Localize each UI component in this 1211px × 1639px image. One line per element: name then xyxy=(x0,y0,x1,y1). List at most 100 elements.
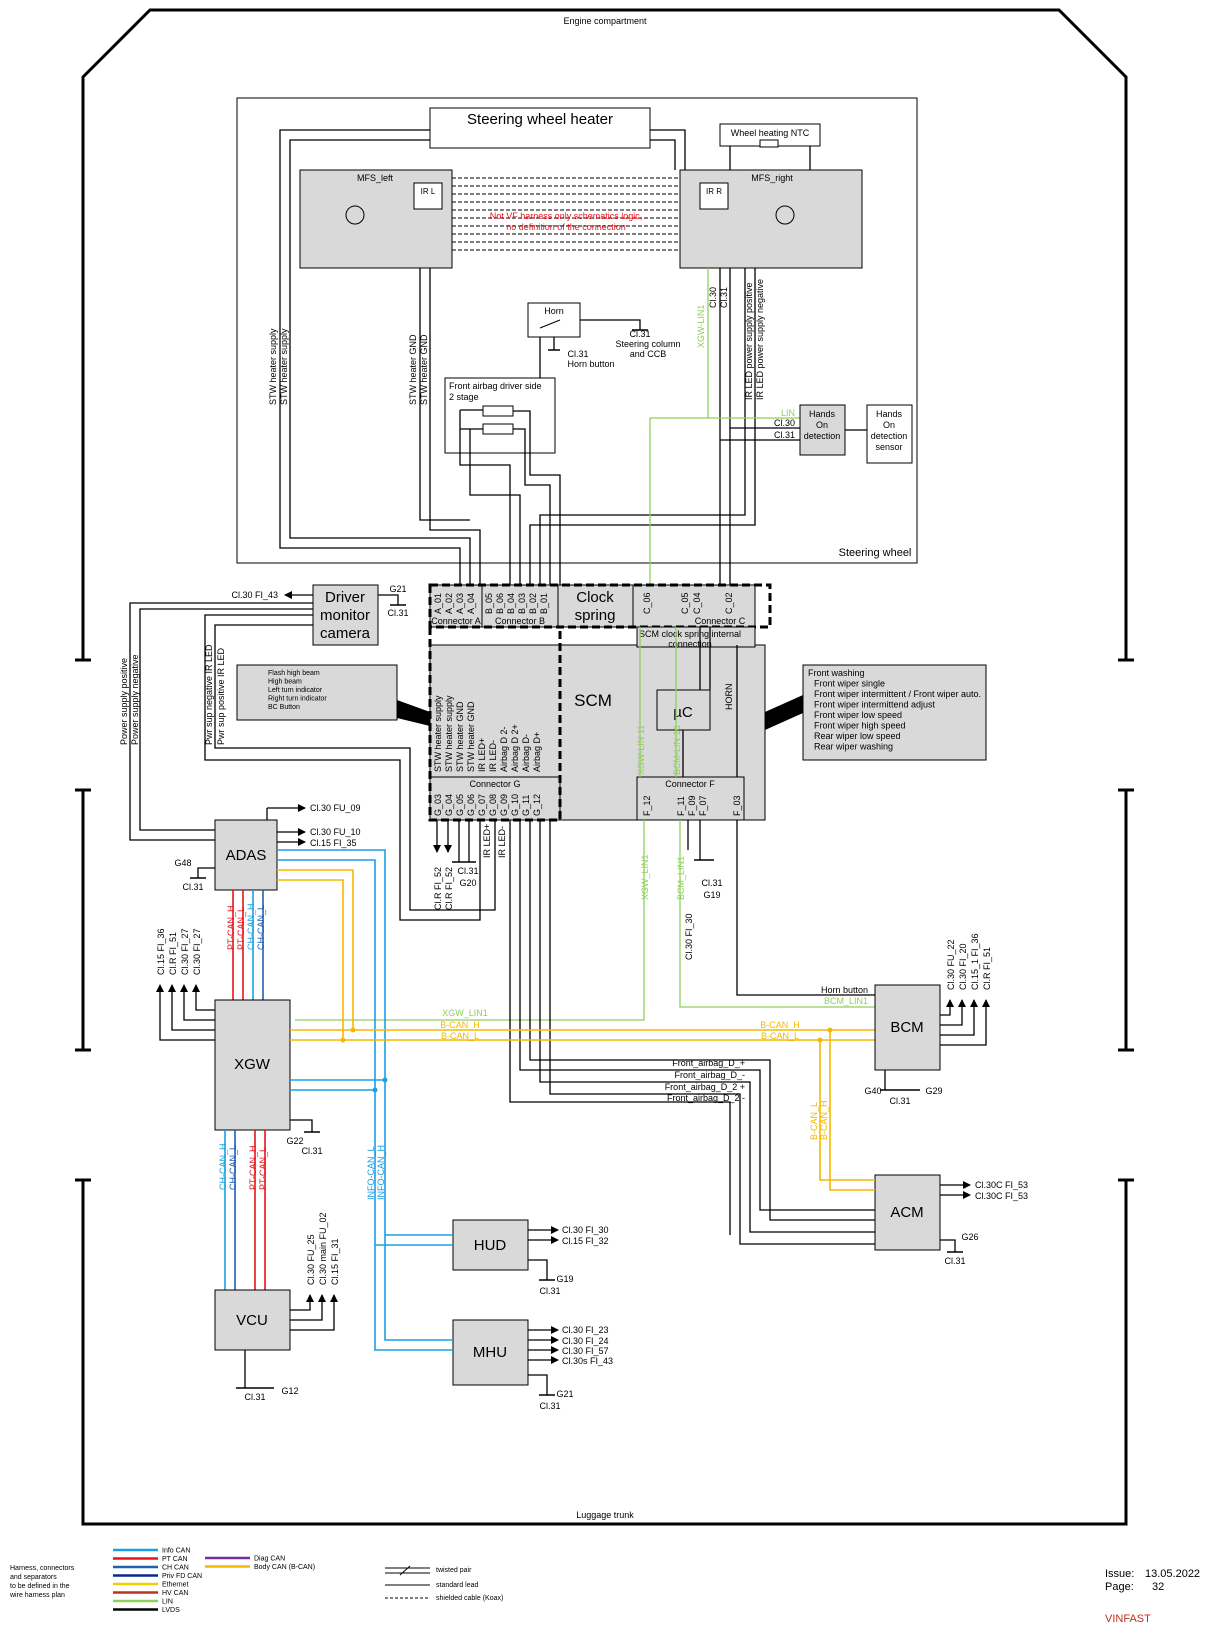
vcu-cl31: Cl.31 xyxy=(244,1392,265,1402)
vcu-module[interactable] xyxy=(214,1289,291,1351)
scm-connector-g[interactable] xyxy=(429,776,561,821)
vehicle-outline xyxy=(81,8,1128,660)
xgw-module[interactable] xyxy=(214,999,291,1131)
pin-label: F_11 xyxy=(676,796,686,816)
bcm-fuse-3: Cl.15_1 FI_36 xyxy=(970,933,980,990)
horn-wiring xyxy=(580,319,641,330)
pin-label: G_12 xyxy=(532,794,542,816)
mfs-shielded-lines xyxy=(452,177,680,251)
pin-label: G_05 xyxy=(455,794,465,816)
g-bottom-ir-led-pos: IR LED+ xyxy=(482,824,492,858)
engine-compartment-label: Engine compartment xyxy=(563,16,647,26)
junction-dot xyxy=(382,1077,388,1083)
bcm-module[interactable] xyxy=(874,984,941,1071)
legend-item: PT CAN xyxy=(162,1556,188,1563)
f-bottom-cl30: Cl.30 FI_30 xyxy=(684,913,694,960)
xgw-bcan-h-label: B-CAN_H xyxy=(440,1020,480,1030)
scm-signal-label: STW heater supply xyxy=(433,695,443,772)
hands-on-sensor[interactable] xyxy=(866,404,913,464)
legend-note-line: and separators xyxy=(10,1574,57,1581)
bcm-horn-button-label: Horn button xyxy=(821,985,868,995)
bcm-fuse-2: Cl.30 FI_20 xyxy=(958,943,968,990)
bundle-left xyxy=(397,700,430,726)
mhu-fuse-4: Cl.30s FI_43 xyxy=(562,1356,613,1366)
legend-note-line: to be defined in the xyxy=(10,1583,70,1590)
connector-c[interactable] xyxy=(632,584,756,628)
hands-on-module-line1: Hands xyxy=(809,409,836,419)
steering-wheel-label: Steering wheel xyxy=(839,547,912,559)
dmc-gnd-wire xyxy=(378,594,399,605)
connector-c-label: Connector C xyxy=(695,616,746,626)
scm-lin11: XGW-LIN 11 xyxy=(636,725,646,775)
pin-label: F_07 xyxy=(698,795,708,816)
xgw-info-can-l-label: INFO-CAN_L xyxy=(366,1146,376,1200)
scm-functions-right xyxy=(802,664,987,761)
dmc-gnd: G21 xyxy=(389,584,406,594)
scm-title: SCM xyxy=(574,691,612,710)
vcu-fuse-3: Cl.15 FI_31 xyxy=(330,1238,340,1285)
acm-bcan-h xyxy=(829,1030,875,1191)
hands-on-sensor-line2: On xyxy=(883,420,895,430)
g19-cl31: Cl.31 xyxy=(701,878,722,888)
clock-spring-label-2: spring xyxy=(575,607,616,624)
horn-button-label: Horn button xyxy=(567,359,614,369)
adas-module[interactable] xyxy=(214,819,278,891)
ir-right-box xyxy=(699,182,729,210)
mfs-right-sensor-icon xyxy=(775,205,795,225)
xgw-title: XGW xyxy=(234,1056,271,1073)
pin-label: C_04 xyxy=(692,592,702,614)
xgw-bottom-pt-can-h: PT-CAN_H xyxy=(248,1145,258,1190)
bcm-bcan-l-label: B-CAN_L xyxy=(761,1031,799,1041)
mhu-info-can-l xyxy=(374,1330,453,1351)
function-item: Front washing xyxy=(808,668,865,678)
scm-signal-label: Airbag D 2- xyxy=(499,726,509,772)
pin-label: B_04 xyxy=(506,593,516,614)
g20-label: G20 xyxy=(459,878,476,888)
scm-lin16: BCM-LIN 16 xyxy=(672,725,682,775)
heater-wiring xyxy=(279,129,811,585)
acm-module[interactable] xyxy=(874,1174,941,1251)
scm-connector-f[interactable] xyxy=(636,776,745,821)
hands-on-module[interactable] xyxy=(799,404,846,456)
bundle-right xyxy=(765,695,803,730)
pin-label: B_05 xyxy=(484,593,494,614)
junction-dot xyxy=(350,1027,356,1033)
g20-cl31: Cl.31 xyxy=(457,866,478,876)
pin-label: C_06 xyxy=(642,592,652,614)
connector-a[interactable] xyxy=(429,584,483,628)
mhu-title: MHU xyxy=(473,1344,507,1361)
wheel-heating-ntc-label: Wheel heating NTC xyxy=(731,128,810,138)
hud-module[interactable] xyxy=(452,1219,529,1271)
hud-fuse-2: Cl.15 FI_32 xyxy=(562,1236,609,1246)
legend-item: Body CAN (B-CAN) xyxy=(254,1564,315,1571)
hands-on-sensor-line1: Hands xyxy=(876,409,903,419)
xgw-bcan-l-label: B-CAN_L xyxy=(441,1031,479,1041)
clock-spring[interactable] xyxy=(557,584,634,628)
junction-dot xyxy=(340,1037,346,1043)
mfs-left-sensor-icon xyxy=(345,205,365,225)
adas-info-can-2 xyxy=(277,859,376,1330)
mhu-info-can-h xyxy=(384,1220,453,1341)
pin-label: F_03 xyxy=(732,795,742,816)
adas-gnd: G48 xyxy=(174,858,191,868)
pin-label: B_02 xyxy=(528,593,538,614)
airbag-d-pos: Front_airbag_D_+ xyxy=(672,1058,745,1068)
mfs-left-label: MFS_left xyxy=(357,173,394,183)
vcu-fuse-2: Cl.30 main FU_02 xyxy=(318,1212,328,1285)
f-bottom-xgw-lin1: XGW_LIN1 xyxy=(640,854,650,900)
mhu-module[interactable] xyxy=(452,1319,529,1386)
connector-b[interactable] xyxy=(481,584,559,628)
function-item: BC Button xyxy=(268,704,300,711)
legend-item: Info CAN xyxy=(162,1548,190,1555)
function-item: Rear wiper washing xyxy=(814,742,893,752)
driver-monitor-camera[interactable] xyxy=(312,584,379,646)
pin-label: F_12 xyxy=(642,795,652,816)
legend-item: HV CAN xyxy=(162,1590,188,1597)
luggage-trunk-label: Luggage trunk xyxy=(576,1510,634,1520)
steering-column-label-2: and CCB xyxy=(630,349,667,359)
